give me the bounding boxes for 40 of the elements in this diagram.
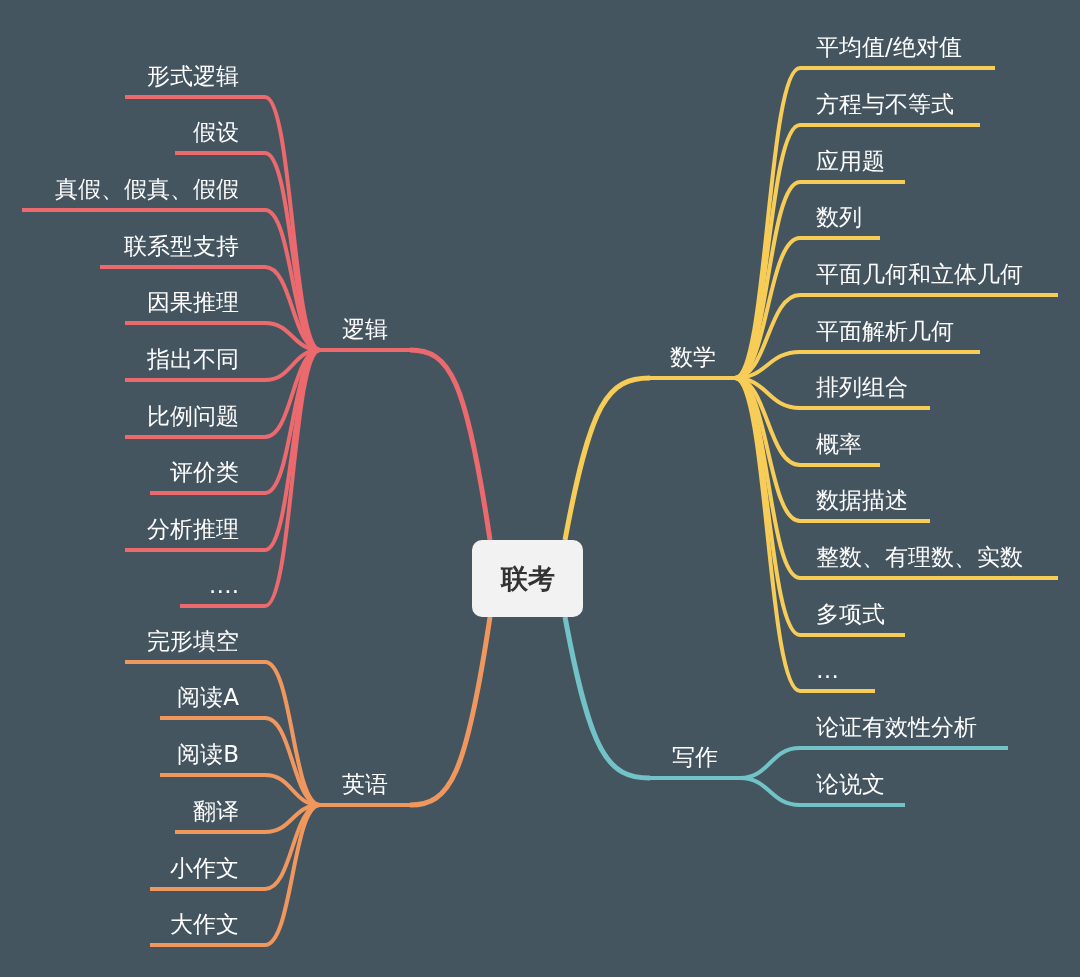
topic-label: 数列	[800, 200, 880, 240]
branch-line	[409, 616, 493, 808]
topic-label: 平均值/绝对值	[800, 30, 995, 70]
topic-label: 排列组合	[800, 370, 930, 410]
branch-label: 英语	[320, 767, 410, 807]
topic-label: 阅读B	[160, 737, 265, 777]
topic-label: 因果推理	[125, 285, 265, 325]
topic-label: 形式逻辑	[125, 59, 265, 99]
topic-label: 假设	[175, 115, 265, 155]
topic-label: 真假、假真、假假	[22, 172, 265, 212]
topic-label: 评价类	[150, 455, 265, 495]
branch-label: 写作	[650, 740, 740, 780]
branch-label: 数学	[650, 340, 735, 380]
topic-label: 数据描述	[800, 483, 930, 523]
topic-label: 平面解析几何	[800, 314, 980, 354]
topic-label: 翻译	[175, 794, 265, 834]
topic-label: 论证有效性分析	[800, 710, 1008, 750]
topic-label: 小作文	[150, 851, 265, 891]
branch-line	[409, 347, 493, 541]
topic-label: 应用题	[800, 144, 905, 184]
topic-label: 方程与不等式	[800, 87, 980, 127]
topic-label: 完形填空	[125, 624, 265, 664]
topic-label: …	[800, 653, 875, 693]
topic-label: 阅读A	[160, 680, 265, 720]
topic-label: 整数、有理数、实数	[800, 540, 1058, 580]
topic-label: 概率	[800, 427, 880, 467]
topic-label: 联系型支持	[100, 229, 265, 269]
topic-label: 大作文	[150, 907, 265, 947]
topic-label: 多项式	[800, 597, 905, 637]
topic-label: 平面几何和立体几何	[800, 257, 1058, 297]
topic-label: 论说文	[800, 767, 905, 807]
branch-label: 逻辑	[320, 312, 410, 352]
branch-line	[739, 776, 801, 807]
branch-line	[562, 616, 651, 781]
topic-label: 分析推理	[125, 512, 265, 552]
topic-label: ….	[180, 568, 265, 608]
central-topic-box: 联考	[472, 540, 583, 617]
topic-label: 比例问题	[125, 399, 265, 439]
topic-label: 指出不同	[125, 342, 265, 382]
branch-line	[562, 375, 651, 541]
